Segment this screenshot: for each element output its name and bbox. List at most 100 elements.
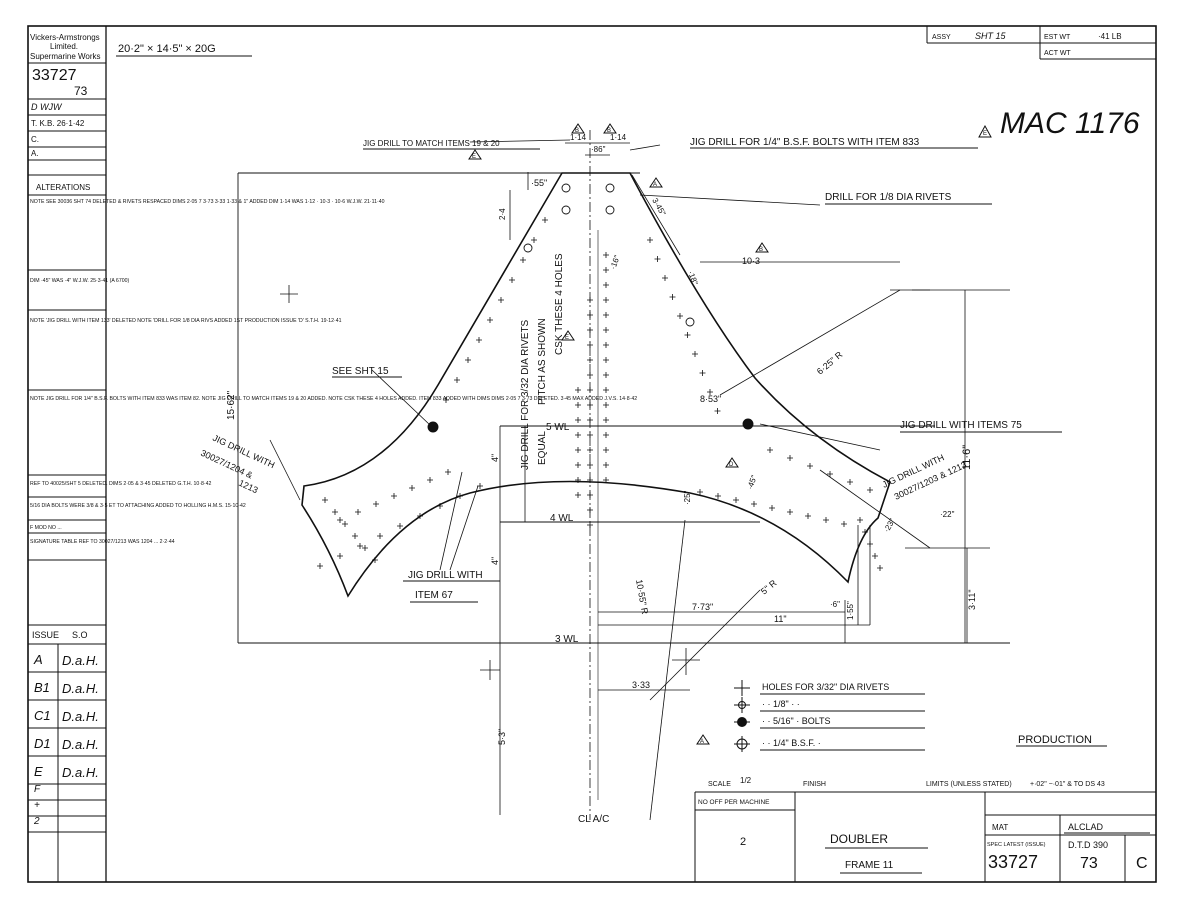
- rivet-mark: [699, 370, 706, 376]
- rivet-mark: [465, 357, 471, 363]
- dim-4b: 4": [490, 557, 500, 565]
- dim-6: ·6": [830, 600, 840, 609]
- rivet-mark: [373, 501, 379, 507]
- size-note: 20·2" × 14·5" × 20G: [118, 43, 216, 55]
- issue-code: D1: [34, 736, 51, 751]
- traced-by: T. K.B. 26·1·42: [31, 119, 85, 128]
- est-wt-label: EST WT: [1044, 34, 1071, 41]
- dim-2-4: 2·4: [498, 208, 507, 220]
- spec-label: SPEC LATEST (ISSUE): [987, 842, 1046, 848]
- dimension-lines: [269, 139, 1010, 821]
- company-line-2: Limited.: [50, 42, 78, 51]
- rivet-mark: [575, 477, 581, 483]
- dim-11-6: 11·6": [961, 445, 973, 470]
- bottom-sheet-number: 73: [1080, 855, 1098, 872]
- rivet-mark: [575, 462, 581, 468]
- rivet-mark: [603, 447, 609, 453]
- dim-4a: 4": [490, 454, 500, 462]
- issue-signature: D.a.H.: [62, 681, 99, 696]
- issue-value: S.O: [72, 630, 88, 640]
- svg-text:E: E: [983, 131, 987, 137]
- checked-label: C.: [31, 135, 39, 144]
- rivet-mark: [587, 507, 593, 513]
- rivet-mark: [587, 492, 593, 498]
- rivet-mark: [603, 282, 609, 288]
- rivet-mark: [847, 479, 853, 485]
- company-line-3: Supermarine Works: [30, 52, 101, 61]
- act-wt-label: ACT WT: [1044, 50, 1071, 57]
- dim-1-55: 1·55": [846, 601, 855, 620]
- rivet-mark: [823, 517, 829, 523]
- construction-marks: [280, 285, 930, 680]
- rivet-mark: [603, 327, 609, 333]
- rivet-mark: [603, 432, 609, 438]
- alteration-note-8: SIGNATURE TABLE REF TO 30027/1213 WAS 12…: [30, 539, 175, 545]
- rivet-mark: [575, 432, 581, 438]
- bottom-title-block: SCALE 1/2 FINISH LIMITS (UNLESS STATED) …: [694, 776, 1156, 882]
- rivet-mark: [872, 553, 878, 559]
- rivet-mark: [684, 332, 691, 338]
- issue-signature: D.a.H.: [62, 653, 99, 668]
- dim-86: ·86": [591, 145, 606, 154]
- rivet-mark: [457, 493, 463, 499]
- rivet-mark: [669, 294, 676, 300]
- rivet-mark: [841, 521, 847, 527]
- dim-22: ·22": [940, 510, 955, 519]
- rivet-mark: [827, 471, 833, 477]
- issue-label: ISSUE: [32, 630, 59, 640]
- mat-label: MAT: [992, 823, 1008, 832]
- bottom-issue-letter: C: [1136, 855, 1148, 872]
- svg-text:E: E: [565, 335, 569, 341]
- dim-25: ·25": [683, 490, 692, 505]
- left-drawing-number: 33727: [32, 67, 77, 84]
- dim-7-73: 7·73": [692, 602, 713, 612]
- dim-8-53: 8·53": [700, 394, 721, 404]
- alteration-note-4: NOTE JIG DRILL FOR 1/4" B.S.F. BOLTS WIT…: [30, 396, 637, 402]
- rivet-mark: [443, 397, 449, 403]
- rivet-mark: [377, 533, 383, 539]
- rivet-mark: [332, 509, 338, 515]
- rivet-mark: [531, 237, 537, 243]
- scale-value: 1/2: [740, 776, 752, 785]
- issue-code: C1: [34, 708, 51, 723]
- issue-code: A: [33, 652, 43, 667]
- rivet-mark: [654, 256, 661, 262]
- note-vertical-4: CSK THESE 4 HOLES: [554, 253, 565, 355]
- rivet-mark: [509, 277, 515, 283]
- rivet-hole: [523, 243, 533, 253]
- dim-18: ·18": [686, 270, 699, 287]
- rivet-mark: [337, 553, 343, 559]
- dim-1-14b: 1·14: [610, 133, 627, 142]
- left-sheet-number: 73: [74, 84, 88, 98]
- svg-text:A: A: [653, 182, 657, 188]
- rivet-mark: [807, 463, 813, 469]
- rivet-mark: [587, 342, 593, 348]
- dim-5r: 5" R: [759, 577, 779, 596]
- rivet-mark: [733, 497, 739, 503]
- svg-text:B: B: [759, 247, 763, 253]
- rivet-mark: [575, 492, 581, 498]
- rivet-hole: [561, 205, 571, 215]
- scale-label: SCALE: [708, 781, 731, 788]
- rivet-mark: [603, 417, 609, 423]
- rivet-mark: [715, 493, 721, 499]
- rivet-mark: [352, 533, 358, 539]
- rivet-mark: [409, 485, 415, 491]
- dim-1-14a: 1·14: [570, 133, 587, 142]
- svg-text:B: B: [607, 128, 611, 134]
- bolt-hole: [427, 421, 439, 433]
- rivet-mark: [417, 513, 423, 519]
- waterline-3: 3 WL: [555, 634, 579, 645]
- rivet-mark: [603, 402, 609, 408]
- issue-code: E: [34, 764, 43, 779]
- rivet-mark: [587, 477, 593, 483]
- rivet-mark: [603, 342, 609, 348]
- rivet-mark: [391, 493, 397, 499]
- rivet-mark: [603, 297, 609, 303]
- rivet-mark: [587, 357, 593, 363]
- rivet-mark: [587, 402, 593, 408]
- rivet-mark: [454, 377, 460, 383]
- issue-code: 2: [33, 816, 40, 827]
- dimension-values: 1·14 1·14 ·86" ·55" 2·4 3·45" 10·3 15·62…: [226, 133, 977, 745]
